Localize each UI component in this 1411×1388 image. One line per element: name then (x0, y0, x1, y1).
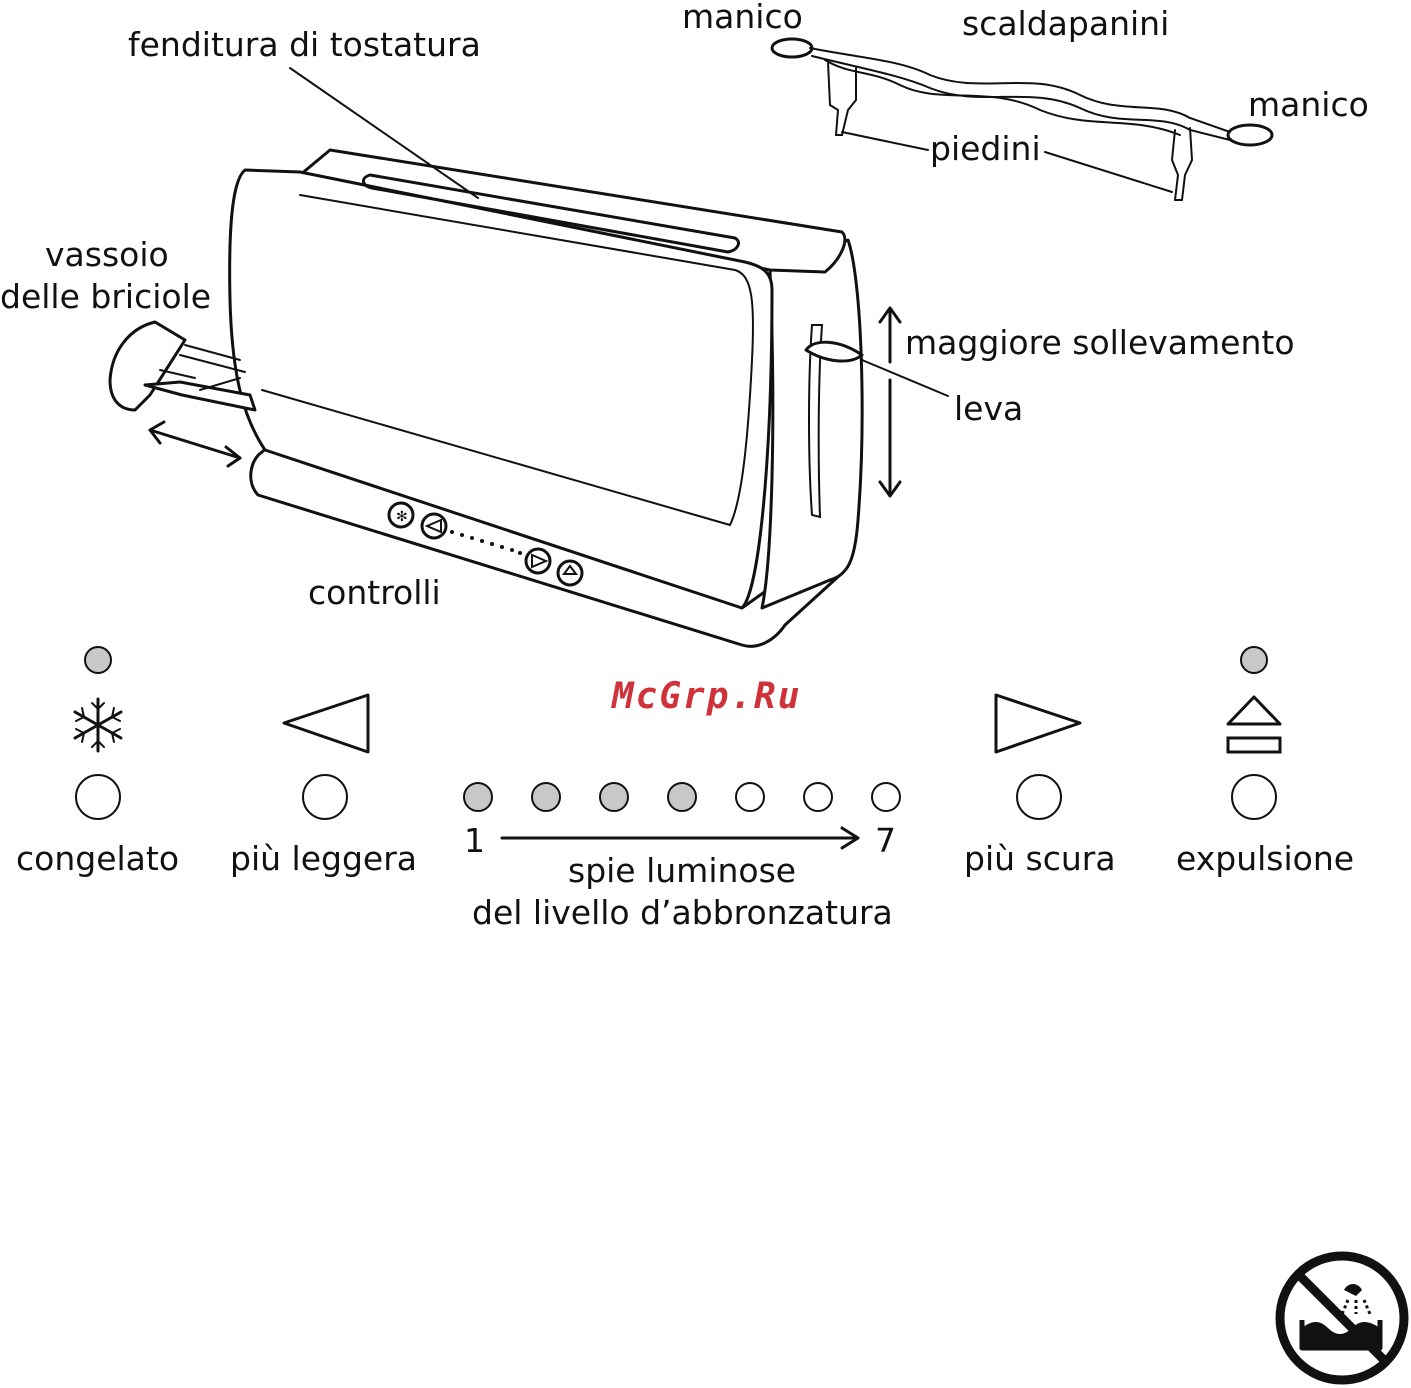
toaster-side (762, 240, 862, 608)
label-crumb-tray-1: vassoio (45, 235, 169, 274)
label-lever: leva (954, 389, 1023, 428)
crumb-tray (110, 322, 185, 410)
handle-left-grip (772, 39, 812, 57)
scale-start: 1 (464, 821, 485, 860)
scale-arrow (502, 828, 858, 848)
foot-left (828, 62, 838, 135)
label-controls: controlli (308, 573, 441, 612)
label-slot: fenditura di tostatura (128, 25, 481, 64)
frozen-button[interactable] (76, 775, 120, 819)
triangle-right-icon (996, 695, 1080, 752)
label-handle-left: manico (682, 0, 803, 36)
browning-indicator-1 (464, 783, 492, 811)
browning-indicator-2 (532, 783, 560, 811)
browning-indicator-7 (872, 783, 900, 811)
browning-indicator-3 (600, 783, 628, 811)
toaster-illustration: ✻ (110, 150, 900, 646)
lift-arrow (880, 308, 900, 496)
watermark: McGrp.Ru (611, 676, 801, 717)
frozen-indicator (85, 647, 111, 673)
eject-icon (1228, 697, 1280, 752)
browning-indicators (464, 783, 900, 811)
browning-indicator-5 (736, 783, 764, 811)
label-feet: piedini (930, 129, 1041, 168)
label-indicators-2: del livello d’abbronzatura (472, 893, 893, 932)
scale-end: 7 (875, 821, 896, 860)
eject-button[interactable] (1232, 775, 1276, 819)
label-bun-warmer: scaldapanini (962, 4, 1169, 43)
label-extra-lift: maggiore sollevamento (905, 323, 1295, 362)
lighter-button[interactable] (303, 775, 347, 819)
label-eject: expulsione (1176, 839, 1354, 878)
svg-text:✻: ✻ (396, 509, 408, 525)
triangle-left-icon (284, 695, 368, 752)
label-lighter: più leggera (230, 839, 417, 878)
snowflake-icon (75, 699, 121, 751)
foot-right (1172, 130, 1178, 200)
label-crumb-tray-2: delle briciole (0, 277, 211, 316)
label-frozen: congelato (16, 839, 179, 878)
tray-slide-arrow (150, 422, 240, 466)
no-water-immersion-icon (1280, 1256, 1404, 1380)
label-handle-right: manico (1248, 85, 1369, 124)
darker-button[interactable] (1017, 775, 1061, 819)
handle-right-grip (1228, 125, 1272, 145)
bun-warmer-illustration (772, 39, 1272, 200)
eject-indicator (1241, 647, 1267, 673)
label-indicators-1: spie luminose (568, 851, 796, 890)
label-darker: più scura (964, 839, 1116, 878)
browning-indicator-6 (804, 783, 832, 811)
browning-indicator-4 (668, 783, 696, 811)
